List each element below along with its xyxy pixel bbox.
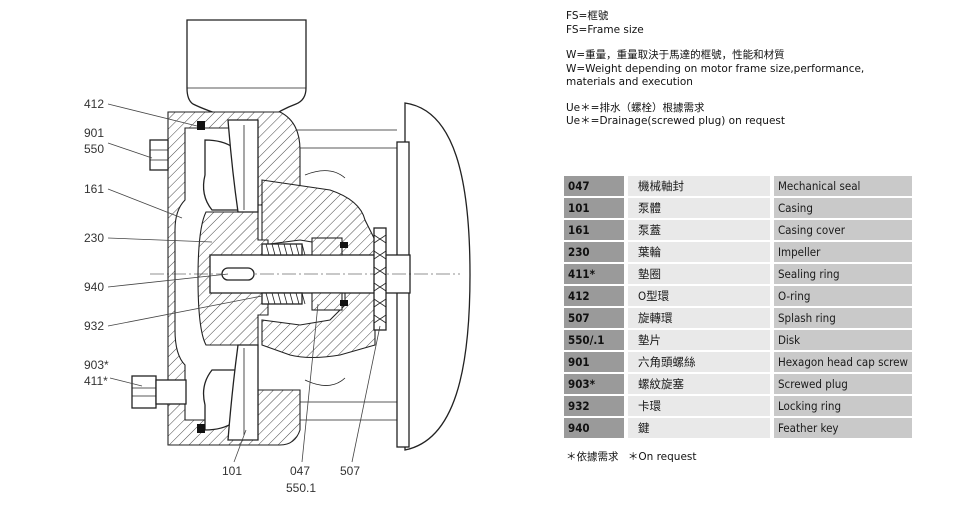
part-name-zh: 鍵 — [627, 417, 770, 440]
part-number: 101 — [564, 197, 624, 220]
callout-932: 932 — [84, 319, 104, 333]
callout-901: 901 — [84, 126, 104, 140]
part-name-zh: O型環 — [627, 285, 770, 308]
callout-412: 412 — [84, 97, 104, 111]
part-number: 412 — [564, 285, 624, 308]
part-name-en: Screwed plug — [773, 373, 912, 396]
note-frame-size-en: FS=Frame size — [566, 23, 644, 36]
part-name-zh: 螺紋旋塞 — [627, 373, 770, 396]
part-name-zh: 墊片 — [627, 329, 770, 352]
part-name-en: Hexagon head cap screw — [773, 351, 912, 374]
o-ring-top — [197, 121, 205, 130]
part-name-en: Impeller — [773, 241, 912, 264]
part-number: 940 — [564, 417, 624, 440]
callout-550-1: 550.1 — [286, 481, 316, 495]
note-frame-size-zh: FS=框號 — [566, 10, 609, 22]
hexagon-head-cap-screw — [149, 139, 169, 171]
callout-230: 230 — [84, 231, 104, 245]
part-name-en: Disk — [773, 329, 912, 352]
motor-housing — [290, 102, 471, 451]
part-name-en: Mechanical seal — [773, 176, 912, 198]
part-number: 411* — [564, 263, 624, 286]
part-name-en: Feather key — [773, 417, 912, 440]
spec-notes: FS=框號 FS=Frame size W=重量，重量取決于馬達的框號，性能和材… — [566, 10, 966, 129]
part-name-zh: 泵蓋 — [627, 219, 770, 242]
callout-507: 507 — [340, 464, 360, 478]
discharge-nozzle — [186, 19, 307, 119]
part-name-zh: 旋轉環 — [627, 307, 770, 330]
part-name-en: O-ring — [773, 285, 912, 308]
part-name-zh: 墊圈 — [627, 263, 770, 286]
part-name-zh: 機械軸封 — [627, 176, 770, 198]
part-number: 230 — [564, 241, 624, 264]
callout-047: 047 — [290, 464, 310, 478]
note-weight-zh: W=重量，重量取決于馬達的框號，性能和材質 — [566, 49, 785, 61]
casing-cover-section — [261, 170, 376, 386]
callout-550: 550 — [84, 142, 104, 156]
note-drainage-zh: Ue＊=排水（螺栓）根據需求 — [566, 101, 705, 114]
part-name-zh: 泵體 — [627, 197, 770, 220]
callout-101: 101 — [222, 464, 242, 478]
o-ring-bottom — [197, 424, 205, 433]
footnote: ＊依據需求 ＊On request — [566, 449, 703, 464]
callout-161: 161 — [84, 182, 104, 196]
callout-940: 940 — [84, 280, 104, 294]
callout-903: 903* — [84, 358, 109, 372]
part-name-zh: 卡環 — [627, 395, 770, 418]
callout-labels: 412 901 550 161 230 940 932 903* 411* 10… — [84, 97, 381, 495]
part-number: 161 — [564, 219, 624, 242]
part-number: 507 — [564, 307, 624, 330]
note-drainage-en: Ue＊=Drainage(screwed plug) on request — [566, 115, 786, 127]
mechanical-seal — [261, 237, 348, 311]
part-name-zh: 六角頭螺絲 — [627, 351, 770, 374]
callout-411: 411* — [84, 374, 108, 388]
part-number: 550/.1 — [564, 329, 624, 352]
part-number: 901 — [564, 351, 624, 374]
part-number: 932 — [564, 395, 624, 418]
part-name-en: Locking ring — [773, 395, 912, 418]
splash-ring — [373, 227, 387, 331]
note-weight-en-1: W=Weight depending on motor frame size,p… — [566, 62, 865, 75]
part-name-en: Splash ring — [773, 307, 912, 330]
pump-cross-section-diagram: 412 901 550 161 230 940 932 903* 411* 10… — [84, 19, 471, 495]
part-name-zh: 葉輪 — [627, 241, 770, 264]
footnote-zh: ＊依據需求 — [566, 451, 619, 463]
part-number: 903* — [564, 373, 624, 396]
screwed-plug — [131, 375, 187, 409]
part-name-en: Casing — [773, 197, 912, 220]
part-number: 047 — [564, 176, 624, 198]
part-name-en: Sealing ring — [773, 263, 912, 286]
note-weight-en-2: materials and execution — [566, 76, 693, 88]
footnote-en: ＊On request — [627, 451, 697, 463]
part-name-en: Casing cover — [773, 219, 912, 242]
